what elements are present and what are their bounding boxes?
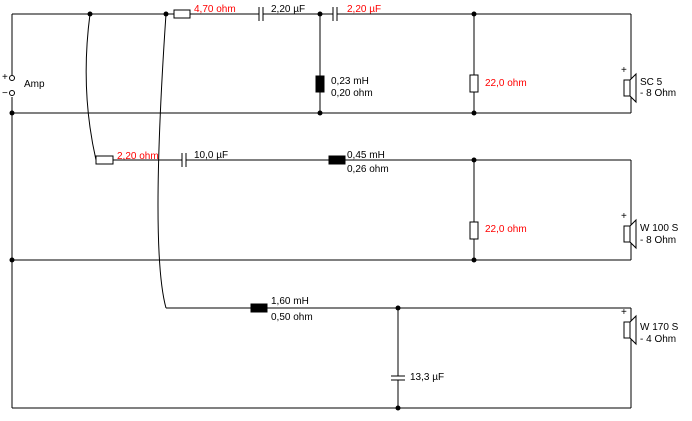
amp-plus-terminal xyxy=(9,75,15,81)
woofer-series-inductor xyxy=(250,303,268,313)
tweeter-cap1-label: 2,20 µF xyxy=(271,4,305,15)
amp-plus-label: + xyxy=(2,72,8,83)
svg-text:+: + xyxy=(621,65,627,76)
tweeter-branch: 4,70 ohm 2,20 µF 2,20 µF 0,23 mH 0,20 oh… xyxy=(12,4,676,114)
mid-inductor-ohm: 0,26 ohm xyxy=(347,164,389,175)
amp-label: Amp xyxy=(24,79,45,90)
woofer-speaker-name: W 170 S xyxy=(640,322,679,333)
junction-dots xyxy=(9,11,477,411)
tweeter-shunt-inductor-ohm: 0,20 ohm xyxy=(331,88,373,99)
mid-inductor-mh: 0,45 mH xyxy=(347,150,385,161)
tweeter-shunt-resistor xyxy=(469,74,479,93)
mid-speaker-name: W 100 S xyxy=(640,223,679,234)
amp-minus-label: − xyxy=(2,88,8,99)
tweeter-cap2-label: 2,20 µF xyxy=(347,4,381,15)
mid-series-resistor xyxy=(95,155,114,165)
tweeter-speaker-name: SC 5 xyxy=(640,77,663,88)
woofer-branch: 1,60 mH 0,50 ohm 13,3 µF + W 170 S - 4 O… xyxy=(12,13,679,409)
woofer-speaker-icon xyxy=(623,314,637,346)
mid-branch: 2,20 ohm 10,0 µF 0,45 mH 0,26 ohm 22,0 o… xyxy=(12,13,679,261)
woofer-inductor-ohm: 0,50 ohm xyxy=(271,312,313,323)
tweeter-shunt-inductor xyxy=(315,75,325,93)
amp-minus-terminal xyxy=(9,90,15,96)
mid-series-inductor xyxy=(328,155,346,165)
mid-series-resistor-label: 2,20 ohm xyxy=(117,151,159,162)
mid-feed-wire xyxy=(85,13,97,161)
woofer-speaker-impedance: - 4 Ohm xyxy=(640,334,676,345)
mid-shunt-resistor-label: 22,0 ohm xyxy=(485,224,527,235)
tweeter-series-resistor-label: 4,70 ohm xyxy=(194,4,236,15)
svg-text:+: + xyxy=(621,307,627,318)
mid-shunt-resistor xyxy=(469,221,479,240)
woofer-shunt-cap-label: 13,3 µF xyxy=(410,372,444,383)
amp-input: + − Amp xyxy=(2,14,45,408)
tweeter-shunt-inductor-mh: 0,23 mH xyxy=(331,76,369,87)
woofer-feed-wire xyxy=(157,13,167,309)
tweeter-shunt-resistor-label: 22,0 ohm xyxy=(485,78,527,89)
tweeter-series-resistor xyxy=(173,9,191,19)
tweeter-speaker-impedance: - 8 Ohm xyxy=(640,88,676,99)
mid-cap-label: 10,0 µF xyxy=(194,150,228,161)
mid-speaker-impedance: - 8 Ohm xyxy=(640,235,676,246)
mid-speaker-icon xyxy=(623,218,637,250)
tweeter-speaker-icon xyxy=(623,72,637,104)
woofer-inductor-mh: 1,60 mH xyxy=(271,296,309,307)
svg-text:+: + xyxy=(621,211,627,222)
